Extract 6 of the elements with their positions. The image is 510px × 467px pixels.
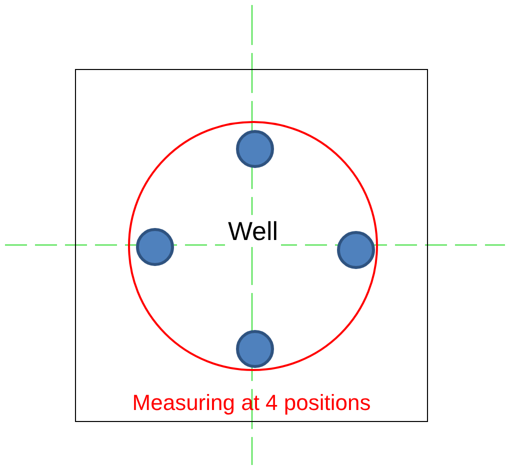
measuring-point xyxy=(236,330,274,368)
measuring-point xyxy=(337,231,375,269)
well-label: Well xyxy=(225,215,281,247)
measuring-point xyxy=(136,228,174,266)
square-frame xyxy=(75,69,428,422)
measuring-point xyxy=(236,130,274,168)
